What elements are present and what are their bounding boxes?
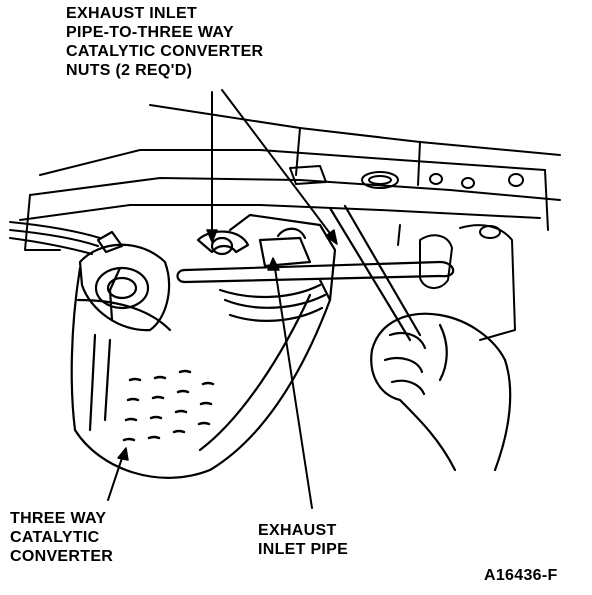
heat-shield-ribs: [122, 369, 215, 442]
wrench-tool: [176, 230, 455, 284]
technician-hand: [370, 312, 512, 472]
label-exhaust-inlet-pipe: EXHAUST INLET PIPE: [258, 521, 349, 559]
ratchet-handle: [328, 204, 422, 342]
label-line: PIPE-TO-THREE WAY: [66, 24, 234, 41]
leader-arrowheads: [117, 229, 338, 461]
label-line: INLET PIPE: [258, 541, 349, 558]
label-line: EXHAUST: [258, 522, 337, 539]
mount-bracket: [397, 224, 516, 341]
label-three-way-catalytic-converter: THREE WAY CATALYTIC CONVERTER: [10, 509, 114, 566]
converter-flange: [78, 230, 170, 332]
floor-pan-holes: [289, 165, 524, 189]
leader-lines: [107, 89, 336, 509]
label-exhaust-nuts: EXHAUST INLET PIPE-TO-THREE WAY CATALYTI…: [66, 4, 264, 80]
label-line: NUTS (2 REQ'D): [66, 62, 193, 79]
exhaust-inlet-pipe-shape: [218, 213, 337, 322]
underbody-floor-pan: [19, 104, 561, 251]
label-line: CATALYTIC: [10, 529, 100, 546]
label-line: CATALYTIC CONVERTER: [66, 43, 264, 60]
label-line: EXHAUST INLET: [66, 5, 198, 22]
hose-line: [9, 221, 101, 255]
label-line: THREE WAY: [10, 510, 107, 527]
figure-code: A16436-F: [484, 566, 558, 585]
label-line: CONVERTER: [10, 548, 114, 565]
